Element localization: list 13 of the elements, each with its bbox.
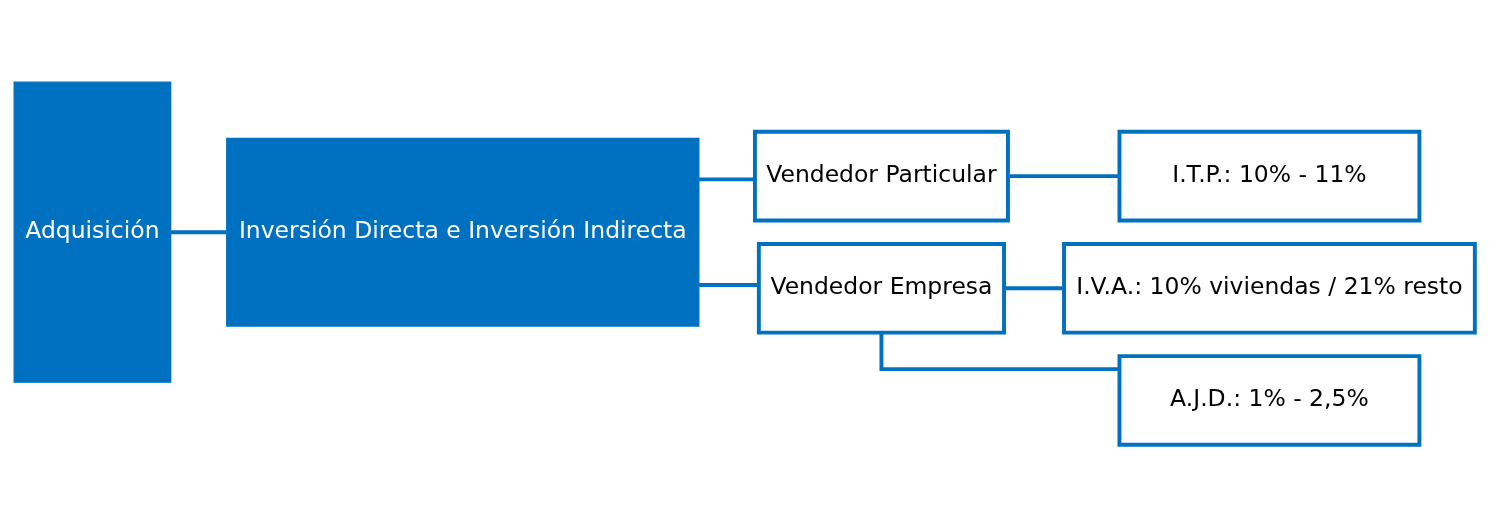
connector [699, 176, 755, 181]
node-box: Adquisición [13, 81, 172, 383]
node-box: Vendedor Empresa [756, 241, 1006, 335]
node-box: I.V.A.: 10% viviendas / 21% resto [1062, 241, 1477, 335]
connector [879, 332, 1120, 371]
connector [170, 229, 227, 234]
node-box: I.T.P.: 10% - 11% [1117, 129, 1422, 222]
node-box: Inversión Directa e Inversión Indirecta [226, 137, 700, 327]
connector [1007, 173, 1120, 178]
node-box: Vendedor Particular [752, 129, 1010, 222]
connector [1004, 285, 1064, 290]
connector [699, 282, 759, 287]
node-box: A.J.D.: 1% - 2,5% [1117, 353, 1422, 447]
